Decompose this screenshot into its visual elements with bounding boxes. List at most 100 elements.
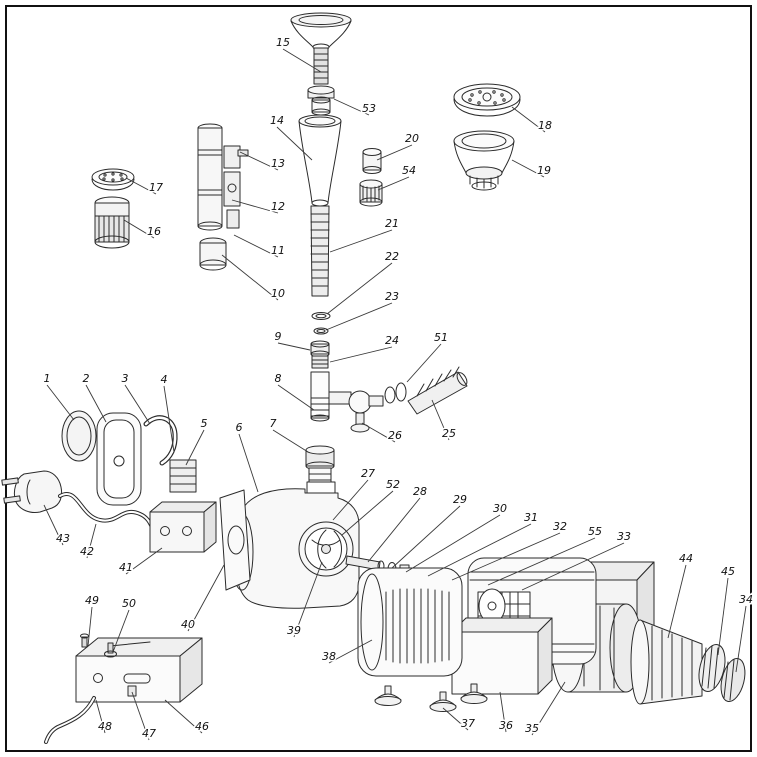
- leader-line-15: [282, 48, 322, 73]
- part-number-44: 44: [679, 552, 693, 565]
- part-number-14: 14: [270, 114, 284, 127]
- part-number-13: 13: [271, 157, 285, 170]
- leader-line-46: [164, 699, 203, 734]
- leader-line-35: [531, 681, 566, 736]
- leader-line-36: [499, 691, 507, 733]
- motor-housing-front: [357, 567, 463, 677]
- leader-line-4: [163, 385, 175, 453]
- leader-line-41: [125, 547, 163, 575]
- part-number-20: 20: [405, 132, 419, 145]
- leader-line-26: [361, 422, 396, 443]
- part-number-35: 35: [525, 722, 539, 735]
- part-number-17: 17: [149, 181, 163, 194]
- leader-line-17: [125, 177, 157, 195]
- leader-line-54: [377, 176, 410, 191]
- leader-line-3: [124, 384, 151, 425]
- leader-line-34: [735, 605, 747, 673]
- suction-cups: [374, 683, 488, 712]
- leader-line-11: [233, 234, 279, 258]
- part-number-36: 36: [499, 719, 513, 732]
- part-number-54: 54: [402, 164, 416, 177]
- leader-line-43: [43, 504, 64, 546]
- leader-line-51: [406, 343, 442, 383]
- leader-line-32: [451, 532, 561, 581]
- part-number-9: 9: [275, 330, 282, 343]
- part-number-31: 31: [524, 511, 538, 524]
- part-number-55: 55: [588, 525, 602, 538]
- bracket-screws: [80, 633, 117, 658]
- leader-line-53: [333, 98, 370, 116]
- leader-line-7: [272, 429, 309, 453]
- part-number-3: 3: [122, 372, 129, 385]
- part-number-34: 34: [739, 593, 753, 606]
- hose-barb-connector: [407, 366, 468, 415]
- part-number-37: 37: [461, 717, 475, 730]
- leader-line-52: [341, 490, 394, 536]
- handle-bracket: [96, 412, 142, 506]
- part-number-18: 18: [538, 119, 552, 132]
- spray-disc: [453, 83, 521, 117]
- part-number-27: 27: [361, 467, 375, 480]
- part-number-41: 41: [119, 561, 133, 574]
- leader-line-40: [187, 564, 225, 632]
- adapter-sleeve: [362, 148, 382, 174]
- leader-line-9: [277, 342, 311, 351]
- part-number-52: 52: [386, 478, 400, 491]
- base-bracket: [75, 637, 203, 703]
- part-number-40: 40: [181, 618, 195, 631]
- part-number-26: 26: [388, 429, 402, 442]
- part-number-10: 10: [271, 287, 285, 300]
- leader-line-13: [239, 151, 279, 171]
- part-number-6: 6: [236, 421, 243, 434]
- leader-line-31: [427, 523, 532, 577]
- filter-cap: [91, 168, 135, 191]
- knurled-nut: [359, 179, 383, 207]
- leader-line-37: [442, 707, 469, 731]
- leader-line-29: [391, 505, 461, 569]
- leader-line-20: [376, 144, 413, 161]
- leader-line-42: [86, 523, 97, 559]
- fountain-bell: [290, 12, 352, 85]
- leader-line-33: [521, 542, 625, 591]
- leader-line-44: [667, 564, 687, 639]
- leader-line-45: [717, 577, 729, 656]
- part-number-53: 53: [362, 102, 376, 115]
- leader-line-21: [329, 229, 393, 253]
- leader-line-28: [367, 497, 421, 563]
- leader-line-27: [332, 479, 369, 521]
- spacer-block: [169, 459, 197, 493]
- leader-line-50: [112, 609, 130, 653]
- part-number-49: 49: [85, 594, 99, 607]
- part-number-29: 29: [453, 493, 467, 506]
- part-number-2: 2: [83, 372, 90, 385]
- part-number-30: 30: [493, 502, 507, 515]
- hose-clip: [143, 415, 178, 466]
- funnel-tube: [298, 114, 342, 207]
- leader-line-19: [511, 159, 545, 178]
- leader-line-49: [87, 606, 93, 647]
- threaded-riser-tube: [310, 205, 330, 297]
- motor-housing-rear: [467, 557, 597, 665]
- part-number-32: 32: [553, 520, 567, 533]
- tube-section: [199, 237, 227, 271]
- part-number-51: 51: [434, 331, 448, 344]
- part-number-25: 25: [442, 427, 456, 440]
- leader-line-39: [293, 561, 323, 638]
- filter-cartridge: [94, 196, 130, 249]
- part-number-45: 45: [721, 565, 735, 578]
- part-number-4: 4: [161, 373, 168, 386]
- part-number-48: 48: [98, 720, 112, 733]
- part-number-11: 11: [271, 244, 285, 257]
- leader-line-18: [511, 106, 546, 133]
- part-number-1: 1: [44, 372, 51, 385]
- power-plug: [1, 470, 63, 513]
- part-number-39: 39: [287, 624, 301, 637]
- leader-line-1: [46, 384, 75, 421]
- part-number-43: 43: [56, 532, 70, 545]
- riser-tube-lower: [310, 371, 330, 422]
- leader-line-25: [431, 399, 450, 441]
- part-number-42: 42: [80, 545, 94, 558]
- leader-line-55: [487, 537, 596, 586]
